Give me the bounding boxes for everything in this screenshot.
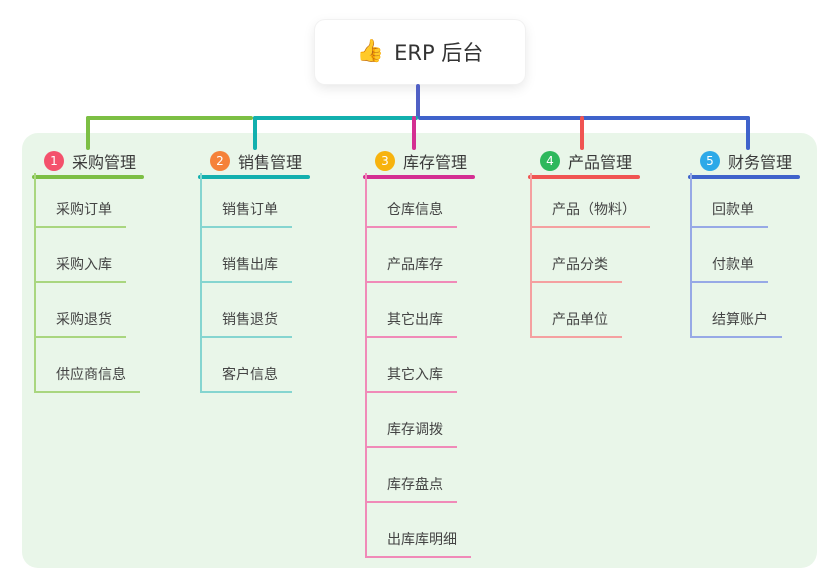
mindmap-node[interactable]: 销售退货 [200,283,310,338]
node-label: 付款单 [690,254,768,283]
branch-number-badge: 2 [210,151,230,171]
connector-drop-branch4 [580,116,584,150]
branch-trunk-line [530,173,532,338]
branch-trunk-line [365,173,367,558]
node-label: 采购退货 [34,309,126,338]
root-node[interactable]: 👍 ERP 后台 [315,20,525,84]
branch-number-badge: 4 [540,151,560,171]
connector-root-vertical [416,84,420,118]
connector-drop-branch1 [86,116,90,150]
connector-horizontal-branch2 [253,116,418,120]
mindmap-node[interactable]: 采购退货 [34,283,144,338]
branch-number-badge: 1 [44,151,64,171]
node-label: 出库库明细 [365,529,471,558]
branch-trunk-line [34,173,36,393]
node-label: 采购入库 [34,254,126,283]
branch-underline [198,175,310,179]
root-node-label: ERP 后台 [394,41,484,65]
mindmap-node[interactable]: 仓库信息 [365,173,475,228]
mindmap-node[interactable]: 客户信息 [200,338,310,393]
mindmap-node[interactable]: 库存盘点 [365,448,475,503]
node-label: 其它出库 [365,309,457,338]
node-label: 其它入库 [365,364,457,393]
node-label: 产品单位 [530,309,622,338]
branch-label: 销售管理 [238,153,303,172]
connector-horizontal-branch1 [86,116,253,120]
branch-number-badge: 3 [375,151,395,171]
branch-label: 产品管理 [568,153,633,172]
node-label: 仓库信息 [365,199,457,228]
node-label: 客户信息 [200,364,292,393]
mindmap-node[interactable]: 销售出库 [200,228,310,283]
branch-finance-header[interactable]: 5 财务管理 [688,150,800,172]
branch-underline [528,175,640,179]
mindmap-node[interactable]: 出库库明细 [365,503,475,558]
connector-drop-branch3 [412,116,416,150]
mindmap-node[interactable]: 采购入库 [34,228,144,283]
thumbs-up-icon: 👍 [356,39,385,64]
mindmap-node[interactable]: 产品库存 [365,228,475,283]
branches-background-panel [22,133,817,568]
mindmap-node[interactable]: 其它入库 [365,338,475,393]
node-label: 采购订单 [34,199,126,228]
mindmap-node[interactable]: 结算账户 [690,283,800,338]
branch-underline [688,175,800,179]
node-label: 销售出库 [200,254,292,283]
node-label: 销售退货 [200,309,292,338]
branch-children: 回款单 付款单 结算账户 [690,173,800,338]
branch-product: 4 产品管理 产品（物料） 产品分类 产品单位 [528,150,650,338]
mindmap-node[interactable]: 销售订单 [200,173,310,228]
branch-underline [363,175,475,179]
connector-drop-branch2 [253,116,257,150]
mindmap-node[interactable]: 回款单 [690,173,800,228]
branch-product-header[interactable]: 4 产品管理 [528,150,650,172]
branch-sales-header[interactable]: 2 销售管理 [198,150,310,172]
mindmap-node[interactable]: 产品（物料） [530,173,650,228]
node-label: 产品（物料） [530,199,650,228]
branch-purchase: 1 采购管理 采购订单 采购入库 采购退货 供应商信息 [32,150,144,393]
node-label: 回款单 [690,199,768,228]
branch-children: 采购订单 采购入库 采购退货 供应商信息 [34,173,144,393]
branch-children: 销售订单 销售出库 销售退货 客户信息 [200,173,310,393]
node-label: 产品库存 [365,254,457,283]
node-label: 供应商信息 [34,364,140,393]
node-label: 产品分类 [530,254,622,283]
node-label: 结算账户 [690,309,782,338]
mindmap-node[interactable]: 产品单位 [530,283,650,338]
branch-label: 采购管理 [72,153,137,172]
branch-inventory-header[interactable]: 3 库存管理 [363,150,475,172]
branch-children: 仓库信息 产品库存 其它出库 其它入库 库存调拨 库存盘点 出库库明细 [365,173,475,558]
node-label: 库存调拨 [365,419,457,448]
mindmap-node[interactable]: 产品分类 [530,228,650,283]
branch-label: 财务管理 [728,153,793,172]
branch-trunk-line [200,173,202,393]
mindmap-node[interactable]: 付款单 [690,228,800,283]
branch-trunk-line [690,173,692,338]
branch-finance: 5 财务管理 回款单 付款单 结算账户 [688,150,800,338]
branch-number-badge: 5 [700,151,720,171]
node-label: 库存盘点 [365,474,457,503]
mindmap-node[interactable]: 其它出库 [365,283,475,338]
mindmap-node[interactable]: 采购订单 [34,173,144,228]
connector-drop-branch5 [746,116,750,150]
mindmap-node[interactable]: 库存调拨 [365,393,475,448]
branch-label: 库存管理 [403,153,468,172]
branch-inventory: 3 库存管理 仓库信息 产品库存 其它出库 其它入库 库存调拨 库存盘点 出库库… [363,150,475,558]
branch-underline [32,175,144,179]
mindmap-node[interactable]: 供应商信息 [34,338,144,393]
branch-children: 产品（物料） 产品分类 产品单位 [530,173,650,338]
branch-sales: 2 销售管理 销售订单 销售出库 销售退货 客户信息 [198,150,310,393]
connector-horizontal-branch5 [418,116,750,120]
node-label: 销售订单 [200,199,292,228]
branch-purchase-header[interactable]: 1 采购管理 [32,150,144,172]
